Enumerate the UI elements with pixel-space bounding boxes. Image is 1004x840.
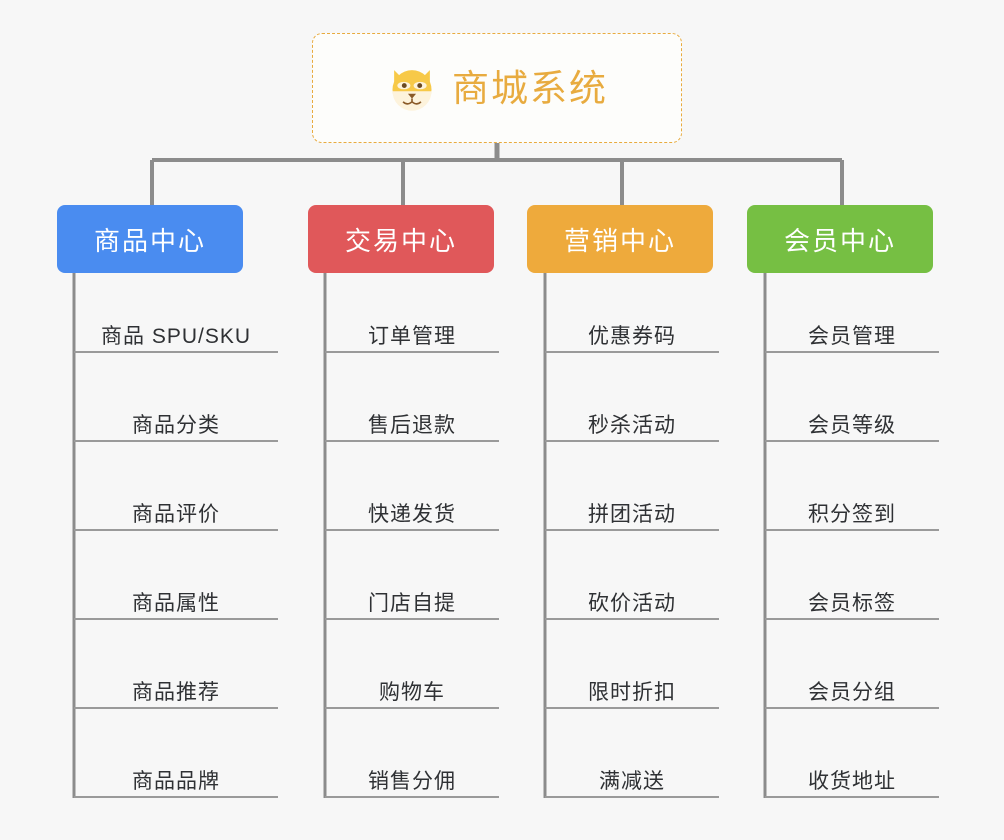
shiba-dog-emoji [392,70,432,111]
leaf-item-label: 砍价活动 [588,591,676,615]
leaf-item-label: 购物车 [379,680,445,704]
leaf-item-label: 满减送 [599,769,665,793]
leaf-item[interactable]: 商品推荐 [74,673,278,709]
leaf-item[interactable]: 会员等级 [765,406,939,442]
leaf-item[interactable]: 会员标签 [765,584,939,620]
leaf-item[interactable]: 门店自提 [325,584,499,620]
leaf-item[interactable]: 满减送 [545,762,719,798]
category-header-3[interactable]: 营销中心 [527,205,713,273]
leaf-item[interactable]: 商品分类 [74,406,278,442]
leaf-item-label: 商品属性 [132,591,220,615]
leaf-item-label: 商品推荐 [132,680,220,704]
leaf-item-label: 收货地址 [808,769,896,793]
leaf-item[interactable]: 售后退款 [325,406,499,442]
leaf-item-label: 售后退款 [368,413,456,437]
leaf-item-label: 会员标签 [808,591,896,615]
leaf-item[interactable]: 销售分佣 [325,762,499,798]
leaf-item-label: 积分签到 [808,502,896,526]
leaf-item[interactable]: 砍价活动 [545,584,719,620]
leaf-item[interactable]: 限时折扣 [545,673,719,709]
leaf-item[interactable]: 秒杀活动 [545,406,719,442]
leaf-item-label: 拼团活动 [588,502,676,526]
leaf-item[interactable]: 会员管理 [765,317,939,353]
leaf-item[interactable]: 商品评价 [74,495,278,531]
leaf-item[interactable]: 商品属性 [74,584,278,620]
leaf-item-label: 商品评价 [132,502,220,526]
leaf-item[interactable]: 收货地址 [765,762,939,798]
root-title: 商城系统 [452,67,608,109]
leaf-item[interactable]: 商品 SPU/SKU [74,317,278,353]
leaf-item-label: 商品分类 [132,413,220,437]
leaf-item-label: 优惠券码 [588,324,676,348]
leaf-item-label: 门店自提 [368,591,456,615]
category-header-2[interactable]: 交易中心 [308,205,494,273]
leaf-item[interactable]: 积分签到 [765,495,939,531]
leaf-item-label: 会员等级 [808,413,896,437]
leaf-item[interactable]: 拼团活动 [545,495,719,531]
root-node[interactable]: 商城系统 [312,33,682,143]
leaf-item-label: 会员分组 [808,680,896,704]
leaf-item-label: 快递发货 [368,502,456,526]
category-header-1[interactable]: 商品中心 [57,205,243,273]
leaf-item-label: 订单管理 [368,324,456,348]
leaf-item-label: 秒杀活动 [588,413,676,437]
leaf-item[interactable]: 会员分组 [765,673,939,709]
leaf-item[interactable]: 快递发货 [325,495,499,531]
leaf-item[interactable]: 订单管理 [325,317,499,353]
leaf-item-label: 销售分佣 [368,769,456,793]
leaf-item[interactable]: 商品品牌 [74,762,278,798]
category-header-4[interactable]: 会员中心 [747,205,933,273]
leaf-item[interactable]: 优惠券码 [545,317,719,353]
leaf-item[interactable]: 购物车 [325,673,499,709]
leaf-item-label: 商品品牌 [132,769,220,793]
leaf-item-label: 会员管理 [808,324,896,348]
leaf-item-label: 商品 SPU/SKU [100,324,252,348]
leaf-item-label: 限时折扣 [588,680,676,704]
